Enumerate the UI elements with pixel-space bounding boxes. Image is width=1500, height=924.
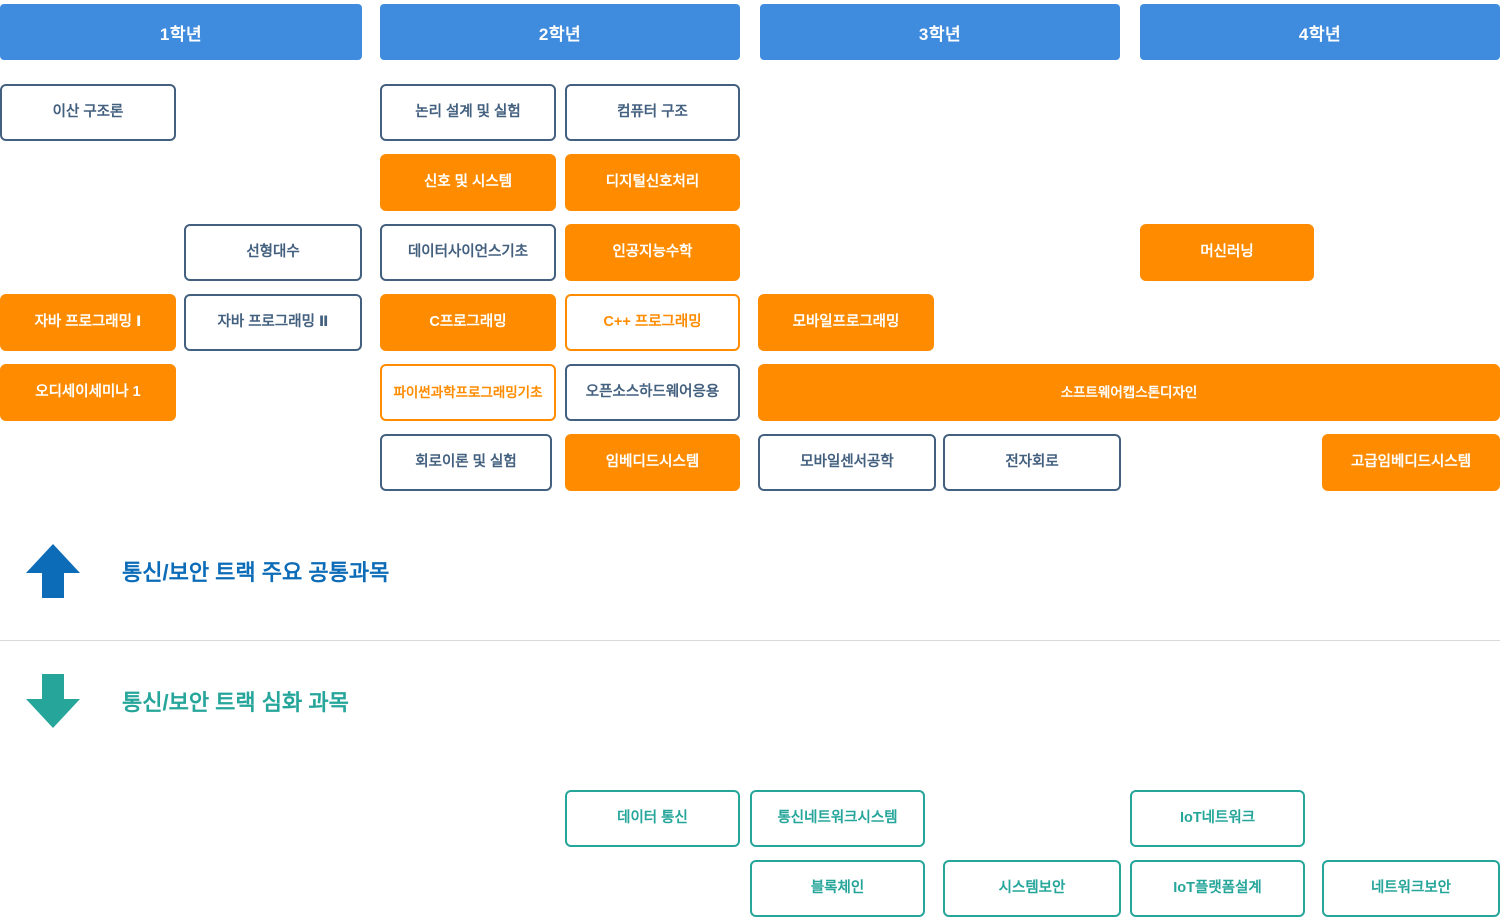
course-box[interactable]: 인공지능수학 — [565, 224, 740, 281]
course-box[interactable]: 전자회로 — [943, 434, 1121, 491]
course-box[interactable]: 소프트웨어캡스톤디자인 — [758, 364, 1500, 421]
course-box[interactable]: 자바 프로그래밍 Ⅰ — [0, 294, 176, 351]
advanced-course-box[interactable]: 시스템보안 — [943, 860, 1121, 917]
arrow-down-icon — [22, 670, 84, 732]
course-box[interactable]: 모바일프로그래밍 — [758, 294, 934, 351]
year-header-2: 2학년 — [380, 4, 740, 60]
course-box[interactable]: C++ 프로그래밍 — [565, 294, 740, 351]
course-box[interactable]: 머신러닝 — [1140, 224, 1314, 281]
legend-advanced-track-label: 통신/보안 트랙 심화 과목 — [122, 690, 349, 715]
year-header-4: 4학년 — [1140, 4, 1500, 60]
course-box[interactable]: 신호 및 시스템 — [380, 154, 556, 211]
course-box[interactable]: 논리 설계 및 실험 — [380, 84, 556, 141]
course-box[interactable]: 모바일센서공학 — [758, 434, 936, 491]
advanced-course-box[interactable]: IoT플랫폼설계 — [1130, 860, 1305, 917]
course-box[interactable]: 데이터사이언스기초 — [380, 224, 556, 281]
advanced-course-box[interactable]: IoT네트워크 — [1130, 790, 1305, 847]
legend-common-track: 통신/보안 트랙 주요 공통과목 — [22, 540, 389, 602]
course-box[interactable]: 오디세이세미나 1 — [0, 364, 176, 421]
legend-common-track-label: 통신/보안 트랙 주요 공통과목 — [122, 560, 390, 585]
course-box[interactable]: 컴퓨터 구조 — [565, 84, 740, 141]
advanced-course-box[interactable]: 블록체인 — [750, 860, 925, 917]
course-box[interactable]: C프로그래밍 — [380, 294, 556, 351]
course-box[interactable]: 회로이론 및 실험 — [380, 434, 552, 491]
advanced-course-box[interactable]: 통신네트워크시스템 — [750, 790, 925, 847]
course-box[interactable]: 고급임베디드시스템 — [1322, 434, 1500, 491]
legend-advanced-track: 통신/보안 트랙 심화 과목 — [22, 670, 349, 732]
advanced-course-box[interactable]: 네트워크보안 — [1322, 860, 1500, 917]
course-box[interactable]: 임베디드시스템 — [565, 434, 740, 491]
year-header-3: 3학년 — [760, 4, 1120, 60]
advanced-course-box[interactable]: 데이터 통신 — [565, 790, 740, 847]
year-header-1: 1학년 — [0, 4, 362, 60]
course-box[interactable]: 선형대수 — [184, 224, 362, 281]
arrow-up-icon — [22, 540, 84, 602]
section-divider — [0, 640, 1500, 641]
course-box[interactable]: 이산 구조론 — [0, 84, 176, 141]
course-box[interactable]: 오픈소스하드웨어응용 — [565, 364, 740, 421]
course-box[interactable]: 자바 프로그래밍 Ⅱ — [184, 294, 362, 351]
course-box[interactable]: 파이썬과학프로그래밍기초 — [380, 364, 556, 421]
course-box[interactable]: 디지털신호처리 — [565, 154, 740, 211]
